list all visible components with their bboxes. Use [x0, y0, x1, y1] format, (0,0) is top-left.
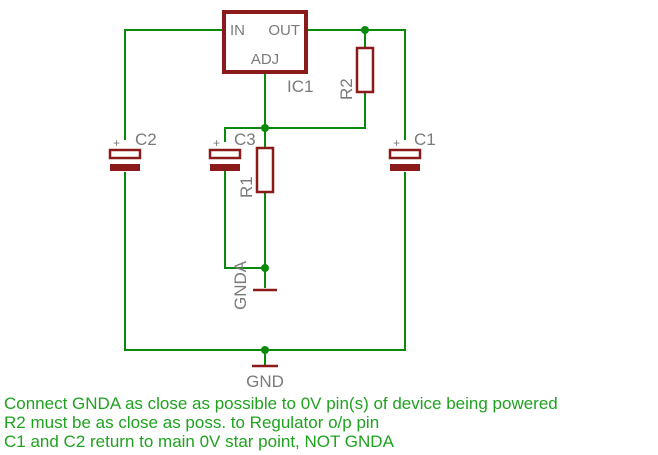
resistor-r2-body: [355, 46, 375, 94]
capacitor-c3: + C3: [208, 130, 256, 171]
wire-c3-bottom: [224, 170, 265, 269]
junction-gnd: [261, 346, 269, 354]
capacitor-c1-ref: C1: [414, 130, 436, 149]
ground-gnd-label: GND: [246, 372, 284, 391]
regulator-ic1: IN OUT ADJ IC1: [222, 10, 313, 96]
capacitor-c3-ref: C3: [234, 130, 256, 149]
junction-out: [361, 26, 369, 34]
resistor-r1: R1: [237, 146, 275, 198]
capacitor-c1-polarity: +: [393, 136, 400, 150]
wire-c3-top: [224, 127, 265, 142]
capacitor-c3-plate-neg: [210, 164, 240, 171]
resistor-r2: R2: [337, 46, 375, 100]
wires: [124, 29, 406, 366]
note-line: R2 must be as close as poss. to Regulato…: [4, 413, 379, 432]
wire-in-rail: [124, 29, 222, 140]
junctions: [261, 26, 369, 354]
regulator-pin-out: OUT: [268, 22, 300, 39]
regulator-ref: IC1: [287, 77, 313, 96]
ground-gnd: GND: [246, 364, 284, 391]
capacitor-c2-ref: C2: [135, 130, 157, 149]
capacitor-c2-plate-neg: [110, 164, 140, 171]
capacitor-c2-polarity: +: [113, 136, 120, 150]
resistor-r1-ref: R1: [237, 176, 256, 198]
junction-adj: [261, 124, 269, 132]
ground-gnda-label: GNDA: [231, 260, 250, 310]
wire-r2-bottom: [265, 92, 366, 129]
capacitor-c1: + C1: [388, 130, 436, 171]
regulator-body: [222, 10, 308, 74]
note-line: Connect GNDA as close as possible to 0V …: [4, 394, 558, 413]
regulator-pin-adj: ADJ: [251, 51, 279, 68]
resistor-r1-body: [255, 146, 275, 194]
ground-gnda: GNDA: [231, 260, 277, 310]
notes: Connect GNDA as close as possible to 0V …: [4, 394, 558, 451]
regulator-pin-in: IN: [230, 22, 245, 39]
wire-out-rail: [306, 29, 406, 140]
capacitor-c3-polarity: +: [213, 136, 220, 150]
note-line: C1 and C2 return to main 0V star point, …: [4, 432, 395, 451]
junction-gnda: [261, 264, 269, 272]
capacitor-c1-plate-pos: [388, 148, 422, 160]
capacitor-c2: + C2: [108, 130, 157, 171]
resistor-r2-ref: R2: [337, 78, 356, 100]
capacitor-c1-plate-neg: [390, 164, 420, 171]
capacitor-c3-plate-pos: [208, 148, 242, 160]
capacitor-c2-plate-pos: [108, 148, 142, 160]
